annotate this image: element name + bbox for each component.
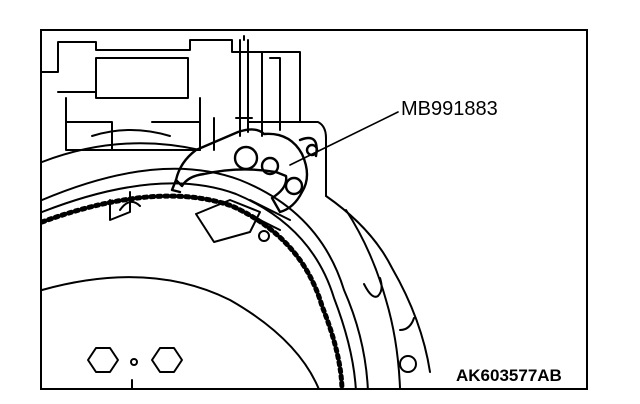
figure-id-label: AK603577AB [456, 366, 562, 385]
engine-block [41, 35, 327, 197]
tool-callout-label: MB991883 [401, 98, 498, 120]
flywheel-face [41, 191, 417, 389]
stopper-tool [170, 128, 319, 214]
callout-leader-line [289, 111, 399, 166]
drive-plate [41, 142, 431, 389]
figure-frame [40, 29, 588, 390]
